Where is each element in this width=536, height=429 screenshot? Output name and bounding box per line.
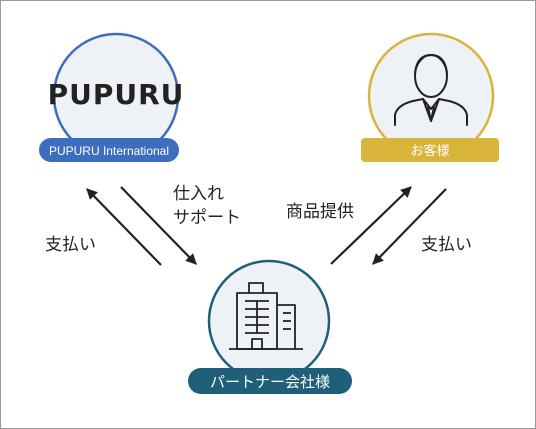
arrow-partner-to-customer [330, 186, 412, 265]
businessman-icon [394, 54, 468, 126]
edge-label-payment-right: 支払い [421, 235, 472, 254]
arrow-partner-to-pupuru [86, 188, 162, 266]
pupuru-label-pill [39, 138, 179, 162]
pupuru-label: PUPURU International [49, 144, 169, 158]
edge-label-supply-line1: 仕入れ [173, 184, 224, 203]
pupuru-logo: PUPURU [48, 78, 185, 111]
partner-label: パートナー会社様 [210, 374, 330, 391]
arrow-customer-to-partner [372, 188, 447, 265]
partner-circle [207, 259, 331, 383]
edge-label-supply-line2: サポート [173, 208, 241, 227]
customer-label: お客様 [410, 143, 449, 158]
arrow-pupuru-to-partner [120, 186, 197, 265]
customer-label-pill [361, 138, 499, 162]
customer-node: お客様 [361, 32, 499, 162]
edge-label-product: 商品提供 [286, 202, 354, 221]
edge-label-payment-left: 支払い [45, 235, 96, 254]
partner-label-pill [188, 368, 352, 394]
office-building-icon [229, 282, 303, 350]
partner-node: パートナー会社様 [188, 259, 352, 394]
pupuru-node: PUPURU PUPURU International [39, 32, 185, 162]
